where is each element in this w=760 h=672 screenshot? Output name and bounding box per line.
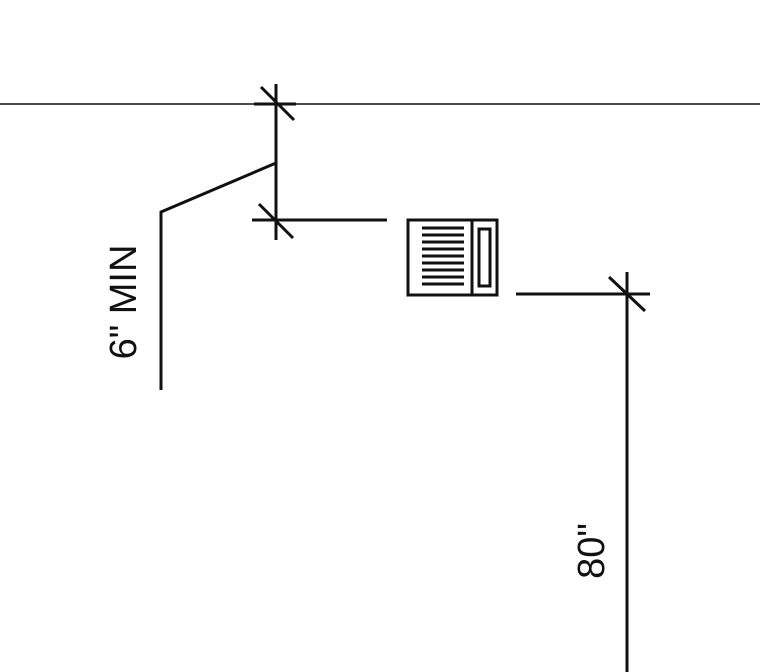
clearance-leader <box>159 161 277 390</box>
clearance-label: 6" MIN <box>103 245 145 360</box>
height-label: 80" <box>571 523 613 579</box>
detector-icon <box>406 218 499 297</box>
